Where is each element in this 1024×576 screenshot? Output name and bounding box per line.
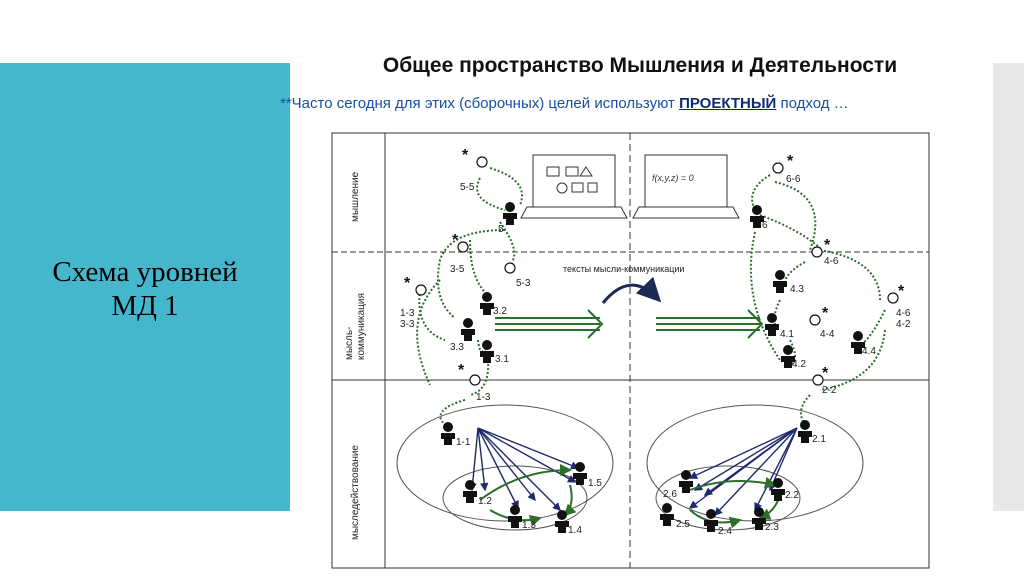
- formula-text: f(x,y,z) = 0: [652, 173, 694, 183]
- svg-text:4.2: 4.2: [792, 359, 806, 370]
- action-ellipse-left-outer: [396, 404, 614, 522]
- svg-text:4.4: 4.4: [862, 346, 876, 357]
- svg-text:2-2: 2-2: [822, 385, 837, 396]
- svg-text:*: *: [822, 305, 829, 322]
- slide-title: Общее пространство Мышления и Деятельнос…: [382, 54, 898, 77]
- action-ellipse-right-inner: [655, 465, 801, 531]
- action-ellipse-left-inner: [442, 465, 588, 531]
- people-right: [660, 205, 865, 532]
- svg-text:3.1: 3.1: [495, 354, 509, 365]
- node-labels-right: 6-6 6 4-6 4.3 4-6 4-2 4.1 4-4 4.4 4.2 2-…: [663, 174, 911, 537]
- svg-text:4-6: 4-6: [896, 308, 911, 319]
- svg-text:6: 6: [762, 220, 768, 231]
- svg-text:2.2: 2.2: [785, 490, 799, 501]
- slide-subtitle: **Часто сегодня для этих (сборочных) цел…: [280, 95, 1024, 112]
- svg-text:4-6: 4-6: [824, 256, 839, 267]
- svg-text:5: 5: [498, 224, 504, 235]
- svg-text:*: *: [787, 153, 794, 170]
- svg-text:4.1: 4.1: [780, 329, 794, 340]
- svg-text:3.2: 3.2: [493, 306, 507, 317]
- subtitle-highlight: ПРОЕКТНЫЙ: [679, 95, 777, 112]
- svg-text:2.3: 2.3: [765, 522, 779, 533]
- transfer-arrow-left-icon: [495, 309, 604, 339]
- svg-text:2.6: 2.6: [663, 489, 677, 500]
- svg-text:*: *: [824, 237, 831, 254]
- svg-text:1-1: 1-1: [456, 437, 471, 448]
- left-panel: [0, 63, 290, 511]
- svg-text:3.3: 3.3: [450, 342, 464, 353]
- svg-text:4-2: 4-2: [896, 319, 911, 330]
- svg-text:1.2: 1.2: [478, 496, 492, 507]
- svg-text:6-6: 6-6: [786, 174, 801, 185]
- transfer-arrow-right-icon: [656, 309, 764, 339]
- observers: [415, 156, 899, 386]
- section-title-line2: МД 1: [111, 290, 179, 322]
- people-left: [441, 202, 587, 533]
- action-links-left: [468, 427, 580, 511]
- svg-text:*: *: [452, 232, 459, 249]
- laptop-right-icon: f(x,y,z) = 0: [632, 154, 740, 219]
- svg-text:2.5: 2.5: [676, 519, 690, 530]
- cycle-arrow-icon: [601, 276, 662, 304]
- svg-text:4-4: 4-4: [820, 329, 835, 340]
- level-label-communication: мысль-коммуникация: [344, 293, 367, 360]
- svg-text:*: *: [898, 283, 905, 300]
- svg-text:*: *: [462, 147, 469, 164]
- asterisk-icons: * * * * * * * * *: [404, 147, 905, 382]
- svg-text:*: *: [458, 362, 465, 379]
- svg-text:1-3: 1-3: [400, 308, 415, 319]
- subtitle-suffix: подход …: [780, 95, 849, 112]
- level-label-thinking: мышление: [350, 171, 361, 222]
- svg-text:3-3: 3-3: [400, 319, 415, 330]
- section-title: Схема уровней МД 1: [0, 255, 290, 323]
- svg-text:1.5: 1.5: [588, 478, 602, 489]
- center-label: тексты мысли-коммуникации: [563, 264, 684, 274]
- node-labels-left: 5-5 5 3-5 5-3 1-3 3-3 3.2 3.3 3.1 1-3 1-…: [400, 182, 602, 536]
- svg-text:*: *: [404, 275, 411, 292]
- svg-text:*: *: [822, 365, 829, 382]
- svg-text:1.3: 1.3: [522, 520, 536, 531]
- svg-text:5-5: 5-5: [460, 182, 475, 193]
- level-label-action: мыследействование: [350, 445, 361, 540]
- svg-text:2.1: 2.1: [812, 434, 826, 445]
- svg-text:3-5: 3-5: [450, 264, 465, 275]
- svg-text:2.4: 2.4: [718, 526, 732, 537]
- svg-text:1.4: 1.4: [568, 525, 582, 536]
- section-title-line1: Схема уровней: [52, 256, 238, 288]
- svg-text:4.3: 4.3: [790, 284, 804, 295]
- right-strip: [993, 63, 1024, 511]
- laptop-left-icon: [520, 154, 628, 219]
- svg-text:1-3: 1-3: [476, 392, 491, 403]
- svg-text:5-3: 5-3: [516, 278, 531, 289]
- subtitle-prefix: **Часто сегодня для этих (сборочных) цел…: [280, 95, 675, 112]
